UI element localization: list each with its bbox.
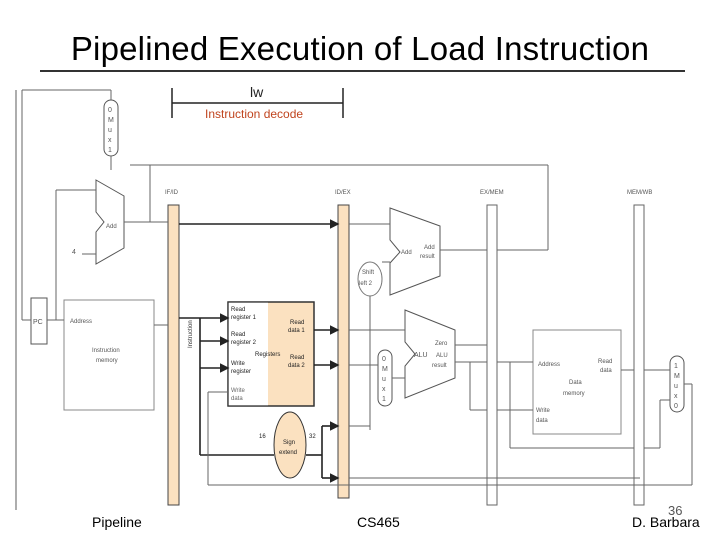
svg-text:Address: Address xyxy=(538,362,560,368)
svg-text:0: 0 xyxy=(382,356,386,363)
svg-text:ALU: ALU xyxy=(436,353,448,359)
footer-left: Pipeline xyxy=(92,514,142,530)
reg-label-idex: ID/EX xyxy=(335,190,351,196)
shift-left-2: Shift left 2 xyxy=(357,261,383,297)
slide-title: Pipelined Execution of Load Instruction xyxy=(70,30,650,67)
svg-text:result: result xyxy=(432,363,447,369)
svg-text:data 2: data 2 xyxy=(288,363,305,369)
reg-label-memwb: MEM/WB xyxy=(627,190,652,196)
bits-in-label: 16 xyxy=(259,434,266,440)
svg-text:1: 1 xyxy=(382,396,386,403)
svg-text:M: M xyxy=(674,373,680,380)
alu-src-mux: 0 M u x 1 xyxy=(377,349,393,407)
ex-adder: Add Add result xyxy=(389,207,441,296)
svg-text:Instruction: Instruction xyxy=(92,348,120,354)
alu: ALU Zero ALU result xyxy=(404,309,456,399)
svg-text:data 1: data 1 xyxy=(288,328,305,334)
stage-bracket: lw Instruction decode xyxy=(171,84,344,121)
inactive-wires xyxy=(21,89,693,486)
svg-text:Read: Read xyxy=(290,355,304,361)
instruction-memory: Address Instruction memory xyxy=(63,299,155,411)
svg-text:M: M xyxy=(108,117,114,124)
svg-text:x: x xyxy=(674,393,678,400)
memwb-register xyxy=(633,204,645,506)
svg-text:Write: Write xyxy=(231,361,246,367)
instruction-wire-label: Instruction xyxy=(188,320,194,348)
svg-text:x: x xyxy=(382,386,386,393)
svg-text:Zero: Zero xyxy=(435,341,448,347)
svg-text:u: u xyxy=(108,127,112,134)
if-adder: Add xyxy=(95,179,125,265)
write-back-mux: 1 M u x 0 xyxy=(669,355,685,413)
svg-text:left 2: left 2 xyxy=(359,281,373,287)
reg-label-exmem: EX/MEM xyxy=(480,190,504,196)
svg-text:1: 1 xyxy=(674,363,678,370)
svg-text:data: data xyxy=(231,396,243,402)
svg-text:result: result xyxy=(420,254,435,260)
svg-text:u: u xyxy=(382,376,386,383)
footer-right: D. Barbara xyxy=(632,514,700,530)
svg-text:1: 1 xyxy=(108,147,112,154)
svg-text:Read: Read xyxy=(231,332,245,338)
svg-text:PC: PC xyxy=(33,319,43,326)
svg-text:Read: Read xyxy=(290,320,304,326)
ifid-register xyxy=(167,204,180,506)
data-memory: Address Read data Data memory Write data xyxy=(532,329,622,435)
title-underline xyxy=(40,70,685,72)
register-file: Read register 1 Read register 2 Write re… xyxy=(227,301,315,407)
svg-text:Registers: Registers xyxy=(255,352,280,358)
svg-text:ALU: ALU xyxy=(414,352,428,359)
instruction-label: lw xyxy=(250,84,264,100)
svg-text:memory: memory xyxy=(563,391,585,397)
svg-text:Read: Read xyxy=(231,307,245,313)
svg-text:Write: Write xyxy=(231,388,246,394)
svg-text:data: data xyxy=(536,418,548,424)
page-number: 36 xyxy=(668,503,683,518)
svg-text:register 2: register 2 xyxy=(231,340,257,346)
svg-text:data: data xyxy=(600,368,612,374)
svg-text:0: 0 xyxy=(674,403,678,410)
svg-text:Address: Address xyxy=(70,319,92,325)
svg-text:Write: Write xyxy=(536,408,551,414)
svg-text:Add: Add xyxy=(401,250,412,256)
svg-text:x: x xyxy=(108,137,112,144)
svg-text:0: 0 xyxy=(108,107,112,114)
pc-register: PC xyxy=(30,297,48,345)
svg-text:Read: Read xyxy=(598,359,612,365)
svg-text:Data: Data xyxy=(569,380,582,386)
svg-text:Add: Add xyxy=(424,245,435,251)
footer-center: CS465 xyxy=(357,514,400,530)
svg-text:Add: Add xyxy=(106,224,117,230)
svg-text:memory: memory xyxy=(96,358,118,364)
pc-source-mux: 0 M u x 1 xyxy=(103,99,119,157)
svg-text:M: M xyxy=(382,366,388,373)
svg-text:Shift: Shift xyxy=(362,270,374,276)
exmem-register xyxy=(486,204,498,506)
idex-register xyxy=(337,204,350,499)
stage-label: Instruction decode xyxy=(205,107,303,121)
svg-text:Sign: Sign xyxy=(283,440,295,446)
constant-four: 4 xyxy=(72,249,76,256)
svg-text:extend: extend xyxy=(279,450,297,456)
sign-extend-unit: Sign extend xyxy=(273,411,307,479)
bits-out-label: 32 xyxy=(309,434,316,440)
active-wires xyxy=(179,219,340,483)
reg-label-ifid: IF/ID xyxy=(165,190,179,196)
svg-text:u: u xyxy=(674,383,678,390)
svg-text:register: register xyxy=(231,369,251,375)
svg-text:register 1: register 1 xyxy=(231,315,257,321)
